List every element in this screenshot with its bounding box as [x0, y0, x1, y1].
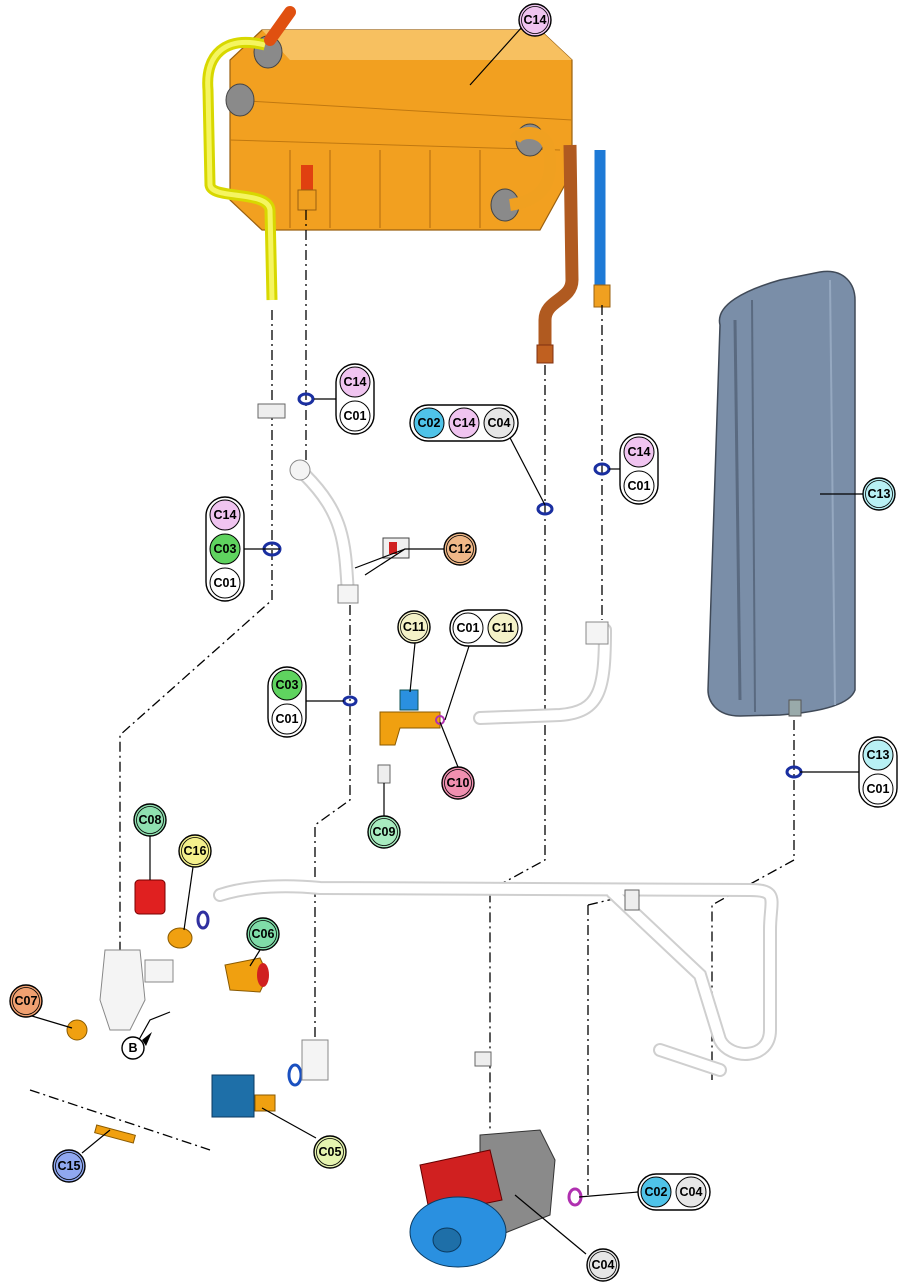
- label-b: B: [121, 1032, 152, 1060]
- label-group-c14-c01-right: C14 C01: [619, 433, 659, 505]
- label-text: C01: [628, 479, 651, 493]
- label-text: C14: [628, 445, 651, 459]
- label-c10: C10: [441, 766, 475, 800]
- label-text: C04: [680, 1185, 703, 1199]
- label-c13: C13: [862, 477, 896, 511]
- label-text: C01: [276, 712, 299, 726]
- label-c08: C08: [133, 803, 167, 837]
- small-parts: [66, 403, 640, 1268]
- label-group-c14-c01-upper: C14 C01: [335, 363, 375, 435]
- label-c11: C11: [397, 610, 431, 644]
- label-text: C03: [276, 678, 299, 692]
- label-text: C15: [58, 1159, 81, 1173]
- label-text: C14: [344, 375, 367, 389]
- label-c07: C07: [9, 984, 43, 1018]
- label-text: C14: [453, 416, 476, 430]
- expansion-vessel: [707, 270, 856, 717]
- labels: C14 C14 C01 C02 C14 C04 C14 C01: [9, 3, 898, 1282]
- label-text: C04: [592, 1258, 615, 1272]
- label-text: C04: [488, 416, 511, 430]
- label-group-c03-c01: C03 C01: [267, 666, 307, 738]
- label-c15: C15: [52, 1149, 86, 1183]
- label-c16: C16: [178, 834, 212, 868]
- label-text: C12: [449, 542, 472, 556]
- heat-exchanger: [202, 6, 611, 364]
- label-c14-top: C14: [518, 3, 552, 37]
- label-group-c02-c04: C02 C04: [637, 1173, 711, 1211]
- label-group-c02-c14-c04: C02 C14 C04: [409, 404, 519, 442]
- label-text: C11: [492, 621, 514, 635]
- transparent-pipes: [213, 468, 779, 1077]
- label-text: C02: [418, 416, 441, 430]
- label-text: C14: [214, 508, 237, 522]
- label-text: C03: [214, 542, 237, 556]
- label-text: C09: [373, 825, 396, 839]
- label-c05: C05: [313, 1135, 347, 1169]
- label-text: C11: [403, 620, 425, 634]
- label-group-c13-c01: C13 C01: [858, 736, 898, 808]
- label-c06: C06: [246, 917, 280, 951]
- leader-lines: [31, 26, 863, 1255]
- label-text: C08: [139, 813, 162, 827]
- label-text: C16: [184, 844, 207, 858]
- label-text: C10: [447, 776, 470, 790]
- label-text: C13: [868, 487, 891, 501]
- label-text: C06: [252, 927, 275, 941]
- label-text: C05: [319, 1145, 342, 1159]
- label-group-c14-c03-c01: C14 C03 C01: [205, 496, 245, 602]
- label-c12: C12: [443, 532, 477, 566]
- label-text: C01: [214, 576, 237, 590]
- label-c04: C04: [586, 1248, 620, 1282]
- label-text: C14: [524, 13, 547, 27]
- label-text: C02: [645, 1185, 668, 1199]
- label-text: C07: [15, 994, 38, 1008]
- label-group-c01-c11: C01 C11: [449, 609, 523, 647]
- label-text: C13: [867, 748, 890, 762]
- label-text: C01: [867, 782, 890, 796]
- label-text: C01: [344, 409, 367, 423]
- label-text: B: [128, 1041, 137, 1055]
- connection-lines: [29, 210, 795, 1195]
- label-c09: C09: [367, 815, 401, 849]
- label-text: C01: [457, 621, 480, 635]
